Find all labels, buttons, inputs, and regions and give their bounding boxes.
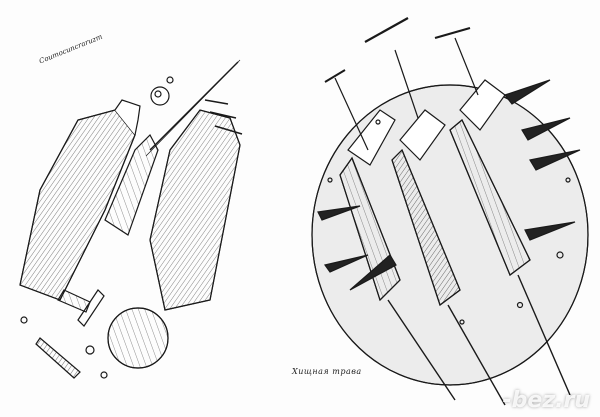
watermark-text: -bez.ru [502, 388, 590, 413]
right-sketch [311, 17, 589, 406]
right-sketch-caption: Хищная трава [292, 367, 362, 376]
left-sketch [19, 59, 243, 379]
